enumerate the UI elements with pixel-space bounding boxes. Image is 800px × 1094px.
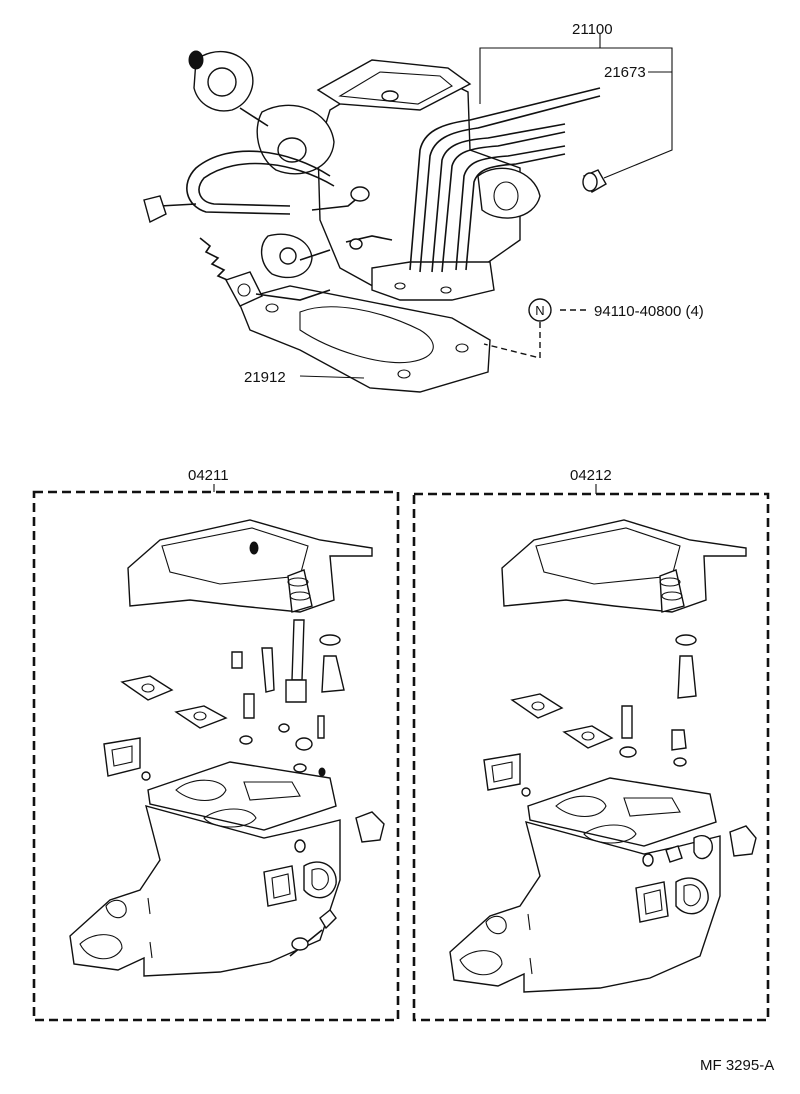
label-21912: 21912: [244, 369, 286, 386]
label-94110-40800: 94110-40800 (4): [594, 303, 704, 320]
fuel-hose-21673: [582, 169, 607, 193]
kit-box-04212: [412, 492, 770, 1022]
label-04211: 04211: [188, 467, 229, 484]
kit-04212-parts: [449, 519, 757, 993]
nut-symbol-letter: N: [535, 303, 544, 318]
kit-leaders: [213, 484, 597, 494]
kit-box-04211: [32, 490, 400, 1022]
nut-symbol: N: [528, 298, 552, 322]
insulator-plate: [237, 285, 491, 393]
carburetor-assembly: [143, 50, 601, 393]
label-21100: 21100: [572, 21, 613, 38]
figure-reference: MF 3295-A: [700, 1057, 774, 1074]
kit-04211-parts: [69, 519, 385, 977]
label-04212: 04212: [570, 467, 612, 484]
label-21673: 21673: [604, 64, 646, 81]
leader-lines-top: [299, 34, 673, 379]
